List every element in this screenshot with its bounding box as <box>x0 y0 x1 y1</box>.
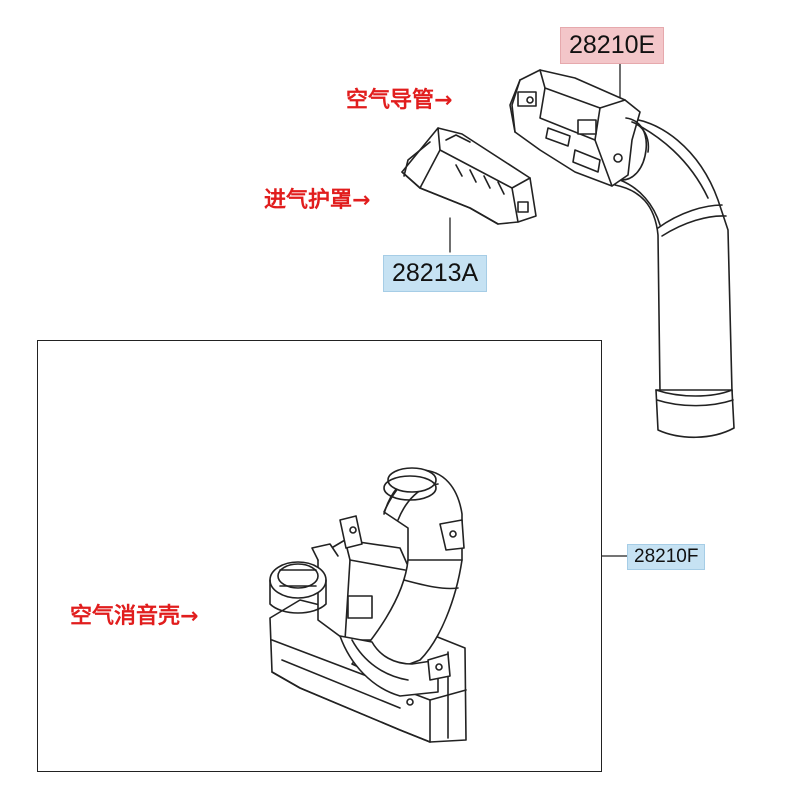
intake-guard-part-code: 28213A <box>383 255 488 292</box>
intake-guard-annotation: 进气护罩→ <box>264 188 371 213</box>
air-cleaner-part <box>269 467 467 743</box>
air-cleaner-annotation: 空气消音壳→ <box>70 604 199 629</box>
air-duct-part-code: 28210E <box>560 27 665 64</box>
air-cleaner-assembly-frame <box>37 340 602 772</box>
intake-guard-part <box>401 127 537 225</box>
air-cleaner-part-code: 28210F <box>627 544 706 570</box>
air-duct-part <box>509 69 735 439</box>
air-duct-annotation: 空气导管→ <box>346 88 453 113</box>
